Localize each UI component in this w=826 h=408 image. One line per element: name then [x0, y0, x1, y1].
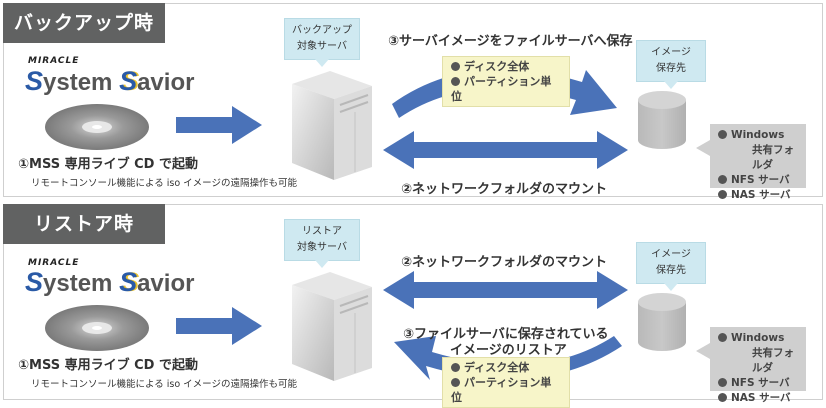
restore-header: リストア時: [3, 204, 165, 244]
double-arrow-mount-restore: [383, 271, 628, 309]
step2-label-backup: ②ネットワークフォルダのマウント: [401, 182, 608, 197]
double-arrow-mount-backup: [383, 131, 628, 169]
storage-cylinder-icon-restore: [638, 293, 686, 351]
step1-sub-restore: リモートコンソール機能による iso イメージの遠隔操作も可能: [31, 379, 297, 390]
step1-label-backup: ①MSS 専用ライブ CD で起動: [18, 157, 198, 172]
server-callout-backup: バックアップ対象サーバ: [284, 18, 360, 67]
image-dest-callout-restore: イメージ保存先: [636, 242, 706, 291]
backup-header: バックアップ時: [3, 3, 165, 43]
server-icon-backup: [292, 71, 372, 180]
logo-miracle: MIRACLE: [28, 56, 80, 66]
unit-note-restore: ディスク全体 パーティション単位: [442, 357, 570, 408]
arrow-to-server-restore: [176, 307, 262, 345]
step3-label-restore-line1: ③ファイルサーバに保存されている: [403, 327, 609, 342]
logo-miracle-restore: MIRACLE: [28, 258, 80, 268]
server-callout-restore: リストア対象サーバ: [284, 219, 360, 268]
step2-label-restore: ②ネットワークフォルダのマウント: [401, 255, 608, 270]
storage-cylinder-icon-backup: [638, 91, 686, 149]
arrow-to-server-backup: [176, 106, 262, 144]
cd-disc-icon-restore: [45, 305, 149, 351]
step1-label-restore: ①MSS 専用ライブ CD で起動: [18, 358, 198, 373]
cd-disc-icon-backup: [45, 104, 149, 150]
step1-sub-backup: リモートコンソール機能による iso イメージの遠隔操作も可能: [31, 178, 297, 189]
step3-label-backup: ③サーバイメージをファイルサーバへ保存: [388, 34, 633, 49]
system-savior-logo: System Savior: [25, 66, 195, 96]
restore-panel: リストア時: [3, 204, 823, 400]
unit-note-backup: ディスク全体 パーティション単位: [442, 56, 570, 107]
storage-types-note-restore: Windows 共有フォルダ NFS サーバ NAS サーバ: [696, 327, 806, 404]
server-icon-restore: [292, 272, 372, 381]
system-savior-logo-restore: System Savior: [25, 267, 195, 297]
image-dest-callout-backup: イメージ保存先: [636, 40, 706, 89]
storage-types-note-backup: Windows 共有フォルダ NFS サーバ NAS サーバ: [696, 124, 806, 201]
step3-label-restore-line2: イメージのリストア: [450, 343, 567, 358]
